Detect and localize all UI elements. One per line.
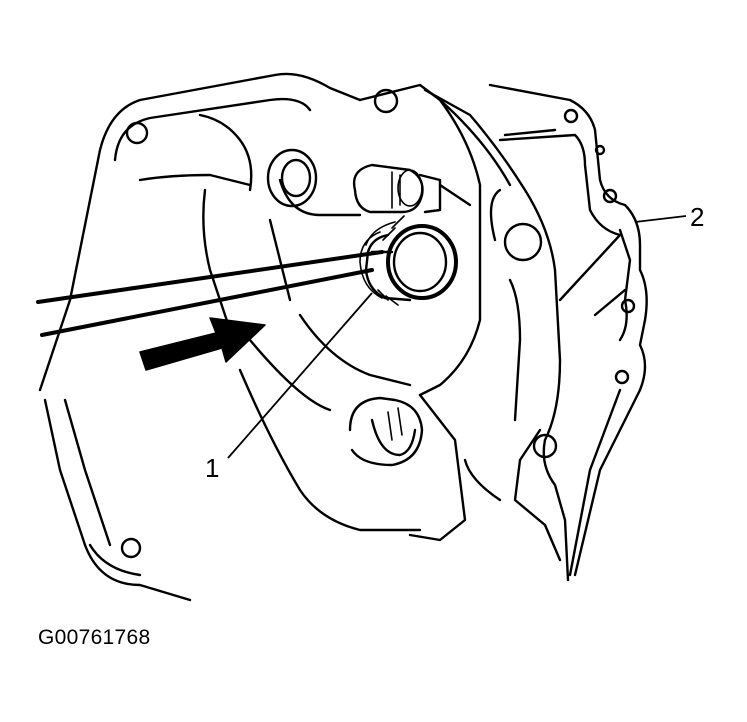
figure-code: G00761768 xyxy=(38,626,151,649)
plug xyxy=(359,215,458,306)
right-flange xyxy=(423,83,648,582)
lower-boss xyxy=(348,396,424,467)
callout-label-2: 2 xyxy=(690,202,705,232)
leader-lines xyxy=(227,215,687,459)
detent-stud xyxy=(352,163,472,214)
case-flange-outline xyxy=(38,72,362,602)
upper-boss xyxy=(266,148,318,208)
removal-tool xyxy=(36,250,394,337)
direction-arrow xyxy=(139,317,266,371)
bolt-holes-right xyxy=(503,108,636,459)
housing-body xyxy=(138,83,482,542)
bolt-holes-left xyxy=(120,88,399,559)
callout-label-1: 1 xyxy=(205,453,220,483)
